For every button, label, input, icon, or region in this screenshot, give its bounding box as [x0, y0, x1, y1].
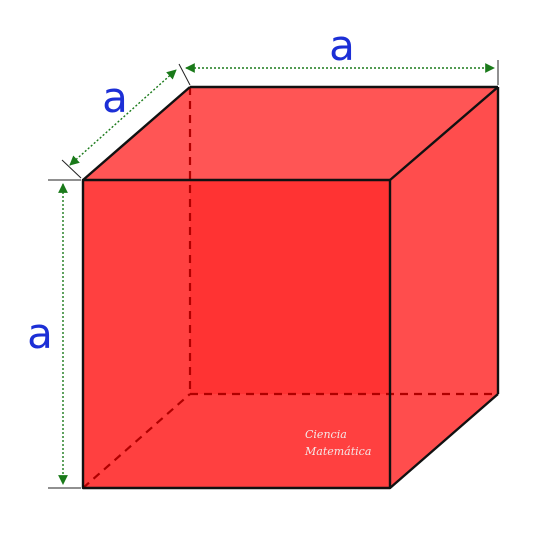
watermark-line-2: Matemática — [304, 445, 371, 458]
edge-label-top: a — [329, 21, 355, 70]
right-side-face — [390, 87, 498, 488]
edge-label-left: a — [27, 309, 53, 358]
extension-top-left — [178, 63, 191, 86]
edge-bottom-right-depth — [389, 393, 499, 489]
extension-depth-left — [61, 159, 82, 179]
hidden-edges — [82, 87, 498, 489]
extension-lines — [48, 60, 499, 489]
top-face — [83, 87, 498, 180]
edge-top-right-depth — [389, 86, 499, 181]
hidden-edge-depth-bottom — [82, 393, 191, 489]
watermark-line-1: Ciencia — [305, 428, 347, 441]
edge-label-depth: a — [102, 73, 128, 122]
dimension-arrows — [58, 63, 495, 485]
front-face — [83, 180, 390, 488]
